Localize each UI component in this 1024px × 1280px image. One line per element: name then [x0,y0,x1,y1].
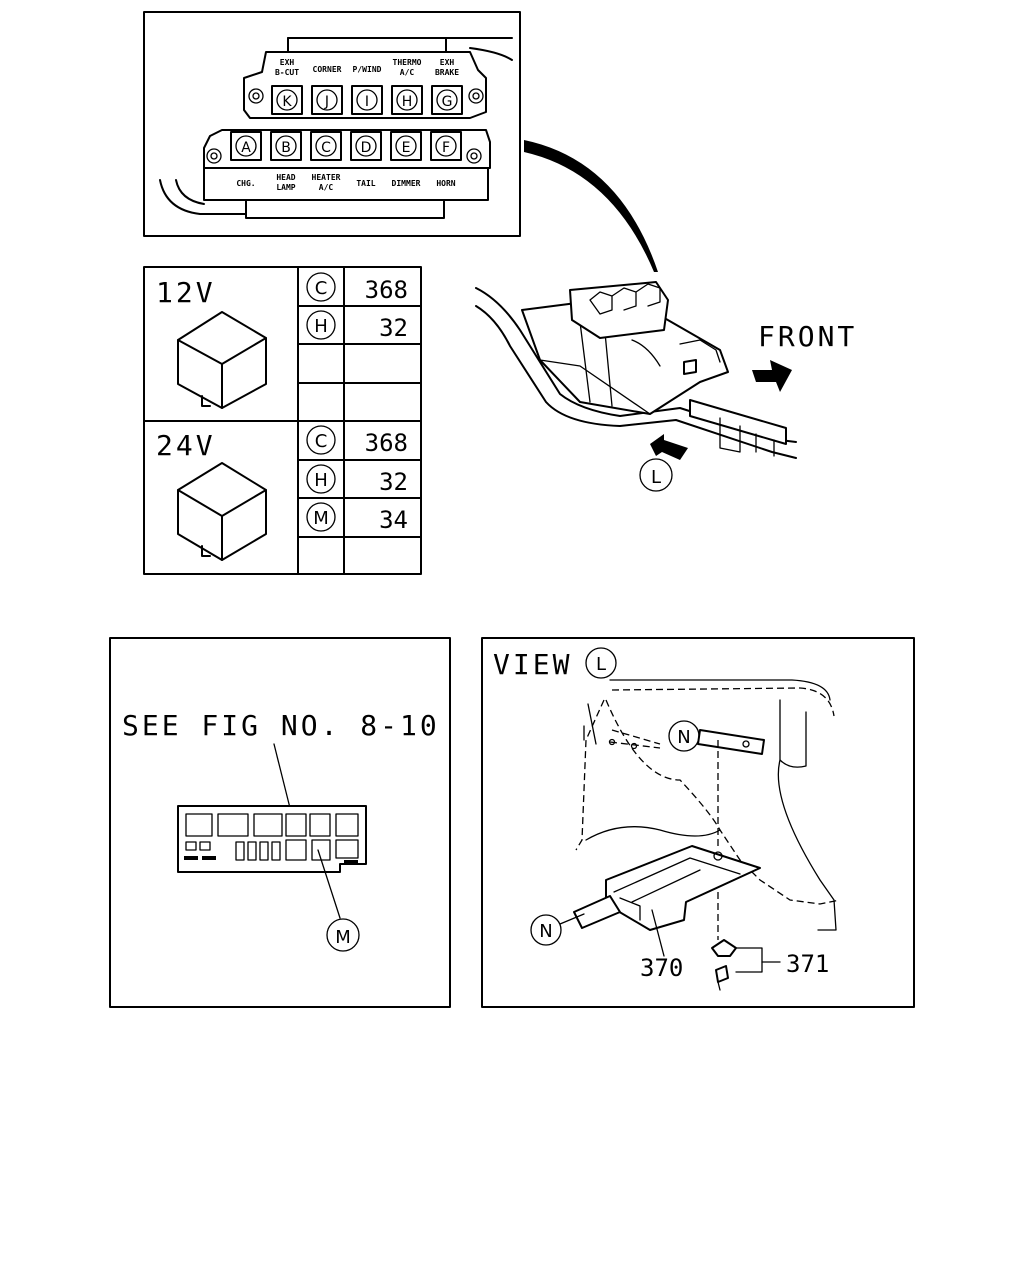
relay-label-j-1: CORNER [313,65,342,74]
part-371: 371 [786,950,829,978]
relay-code-h: H [402,94,413,110]
relay-code-f: F [442,140,450,156]
relay-socket-e: E DIMMER [390,131,422,188]
relay-socket-a: A CHG. [230,131,262,188]
part-24v-row1: 368 [365,429,408,457]
voltage-12v: 12V [156,276,216,309]
parts-table: 12V 24V C 368 H 32 C 368 H 32 M 34 [143,266,422,575]
code-12v-row1: C [315,278,328,299]
relay-label-g-2: BRAKE [435,68,459,77]
relay-label-a-1: CHG. [236,179,255,188]
callout-m: M [335,927,351,948]
relay-socket-b: B HEAD LAMP [270,131,302,192]
code-24v-row2: H [314,470,328,491]
relay-code-e: E [402,140,411,156]
relay-label-k-1: EXH [280,58,295,67]
relay-label-f-1: HORN [436,179,455,188]
code-12v-row2: H [314,316,328,337]
code-24v-row1: C [315,431,328,452]
relay-code-i: I [365,94,369,110]
relay-code-d: D [361,140,372,156]
relay-label-c-2: A/C [319,183,334,192]
relay-top-row: K EXH B-CUT J CORNER I P/WIND H THERMO A… [271,58,463,115]
relay-label-d-1: TAIL [356,179,375,188]
relay-label-i-1: P/WIND [353,65,382,74]
relay-label-k-2: B-CUT [275,68,299,77]
see-fig-text: SEE FIG NO. 8-10 [122,709,440,742]
relay-12v-icon [177,311,267,409]
front-arrow [752,360,792,392]
relay-label-h-1: THERMO [393,58,422,67]
relay-socket-k: K EXH B-CUT [271,58,303,115]
relay-label-h-2: A/C [400,68,415,77]
view-l-arrow [650,434,688,460]
view-title: VIEW [493,648,572,681]
relay-socket-h: H THERMO A/C [391,58,423,115]
leader-curve [524,140,658,272]
code-24v-row3: M [313,508,329,529]
callout-n-top: N [677,727,690,748]
relay-label-b-1: HEAD [276,173,295,182]
part-12v-row1: 368 [365,276,408,304]
relay-socket-i: I P/WIND [351,65,383,115]
relay-socket-c: C HEATER A/C [310,131,342,192]
front-label: FRONT [758,320,857,353]
relay-code-j: J [324,94,329,110]
relay-label-c-1: HEATER [312,173,341,182]
voltage-24v: 24V [156,429,216,462]
relay-label-e-1: DIMMER [392,179,421,188]
chassis-view [475,281,797,459]
see-fig-panel: SEE FIG NO. 8-10 M [109,637,451,1008]
relay-code-g: G [442,94,453,110]
relay-socket-f: F HORN [430,131,462,188]
part-24v-row3: 34 [379,506,408,534]
callout-n-left: N [539,921,552,942]
relay-socket-d: D TAIL [350,131,382,188]
relay-bottom-row: A CHG. B HEAD LAMP C HEATER A/C D TAIL E [230,131,462,192]
relay-label-b-2: LAMP [276,183,295,192]
relay-code-a: A [241,140,251,156]
part-24v-row2: 32 [379,468,408,496]
part-370: 370 [640,954,683,982]
relay-code-k: K [282,94,292,110]
relay-block-panel [143,11,521,237]
view-title-callout: L [596,654,606,675]
part-12v-row2: 32 [379,314,408,342]
callout-l: L [651,467,661,488]
relay-code-c: C [321,140,331,156]
relay-label-g-1: EXH [440,58,455,67]
relay-code-b: B [281,140,291,156]
view-l-panel: VIEW L N N 370 [481,637,915,1008]
relay-socket-j: J CORNER [311,65,343,115]
relay-socket-g: G EXH BRAKE [431,58,463,115]
relay-24v-icon [177,462,267,561]
